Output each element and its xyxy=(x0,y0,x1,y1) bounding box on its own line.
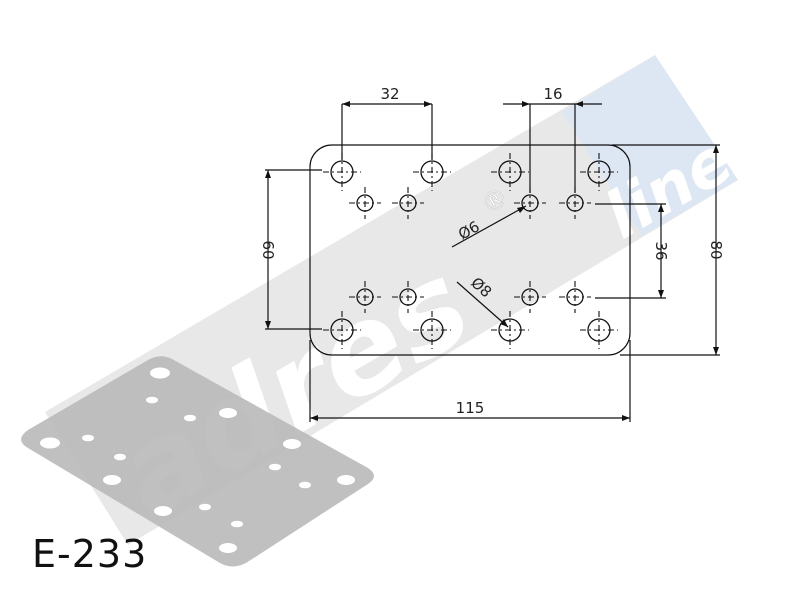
product-code: E-233 xyxy=(32,532,148,576)
large-hole xyxy=(323,153,361,191)
iso-hole xyxy=(40,437,60,449)
dim-32-label: 32 xyxy=(380,85,399,103)
large-hole xyxy=(491,153,529,191)
small-hole xyxy=(559,281,591,313)
iso-hole xyxy=(199,503,211,511)
dim-36-label: 36 xyxy=(652,241,670,260)
small-hole xyxy=(349,187,381,219)
large-hole xyxy=(413,311,451,349)
plate-drawing xyxy=(309,144,631,356)
iso-hole xyxy=(82,434,94,442)
dim-80-label: 80 xyxy=(707,240,725,259)
iso-hole xyxy=(219,408,237,418)
large-hole xyxy=(491,311,529,349)
iso-hole xyxy=(184,414,196,422)
iso-hole xyxy=(103,475,121,485)
iso-plate xyxy=(21,356,374,567)
iso-hole xyxy=(337,475,355,485)
dia6-leader xyxy=(451,205,527,248)
large-hole xyxy=(580,311,618,349)
plate-outline xyxy=(309,144,631,356)
large-hole xyxy=(323,311,361,349)
iso-hole xyxy=(283,439,301,449)
iso-hole xyxy=(299,481,311,489)
large-hole xyxy=(580,153,618,191)
plate-3d xyxy=(21,356,374,567)
iso-hole xyxy=(219,543,237,553)
dimension-lines: 32 16 60 36 80 115 Ø6 Ø8 xyxy=(259,85,725,422)
small-hole xyxy=(392,281,424,313)
iso-hole xyxy=(146,396,158,404)
dim-16-label: 16 xyxy=(543,85,562,103)
dim-60-label: 60 xyxy=(259,240,277,259)
small-hole xyxy=(349,281,381,313)
large-hole xyxy=(413,153,451,191)
dia8-leader xyxy=(456,281,509,328)
iso-hole xyxy=(231,520,243,528)
dim-115-label: 115 xyxy=(456,399,485,417)
small-hole xyxy=(392,187,424,219)
iso-hole xyxy=(150,367,170,379)
small-hole xyxy=(514,281,546,313)
iso-hole xyxy=(269,463,281,471)
iso-hole xyxy=(154,506,172,516)
iso-hole xyxy=(114,453,126,461)
